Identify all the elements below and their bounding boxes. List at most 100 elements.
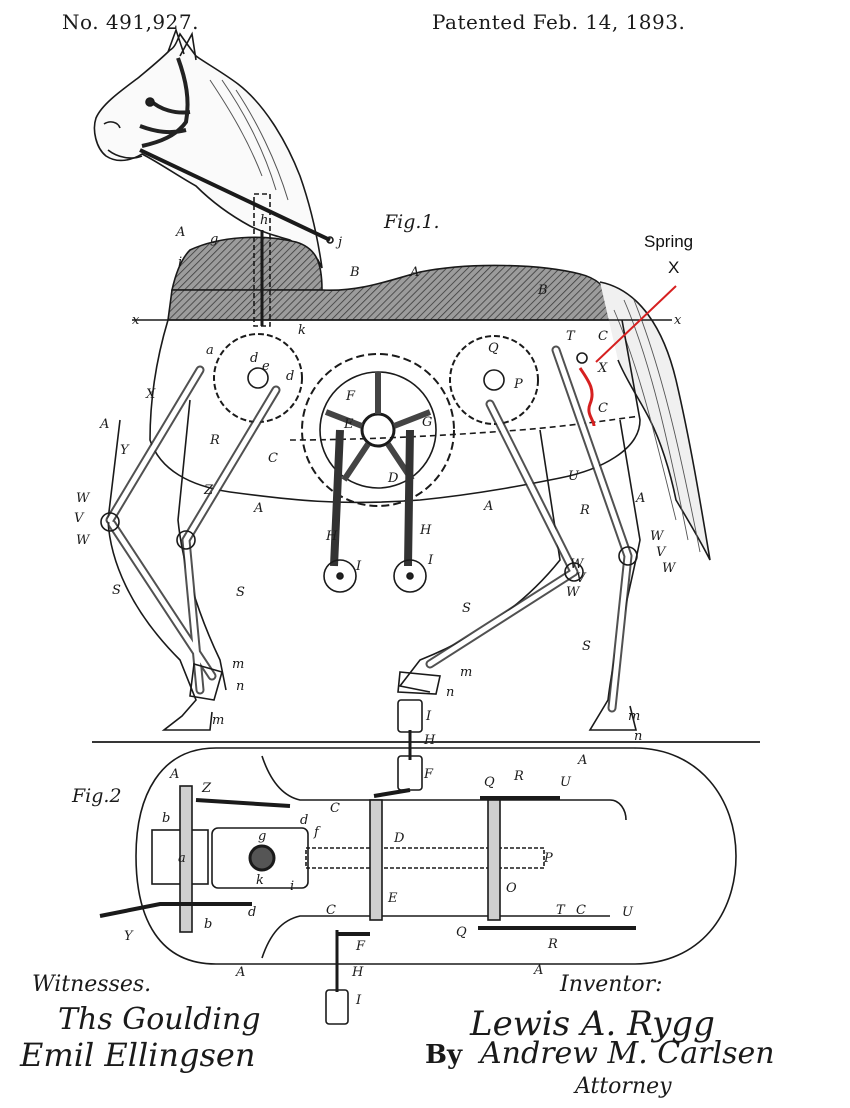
lbl-W6: W — [566, 585, 581, 600]
spring-annotation-label: Spring — [644, 232, 694, 251]
lbl-I1: I — [355, 559, 362, 574]
fig2-left-axle — [179, 785, 193, 933]
reins-rod — [139, 148, 331, 242]
f2-lbl-I1: I — [425, 709, 432, 724]
lbl-A6: A — [635, 491, 645, 506]
lbl-C1: C — [598, 329, 608, 344]
f2-lbl-I2: I — [355, 993, 362, 1008]
lbl-A1: A — [175, 225, 185, 240]
lbl-d2: d — [286, 369, 294, 384]
fig2-main-shaft — [305, 847, 545, 869]
f2-lbl-D: D — [393, 831, 405, 846]
lbl-m3: m — [460, 665, 472, 680]
f2-lbl-C1: C — [330, 801, 340, 816]
lbl-B2: B — [537, 283, 548, 298]
pedal-right-hub — [406, 572, 414, 580]
lbl-D: D — [387, 471, 399, 486]
f2-lbl-b1: b — [162, 811, 170, 826]
horse-ear-2 — [179, 31, 197, 61]
witnesses-label: Witnesses. — [32, 972, 152, 997]
front-leg-outer — [107, 419, 213, 731]
fig2-lower-pulley — [325, 989, 349, 1025]
front-link-rods-inner — [107, 367, 279, 693]
lbl-R1: R — [209, 433, 220, 448]
rear-leg-inner — [398, 429, 561, 693]
lbl-S3: S — [462, 601, 471, 616]
lbl-n3: n — [634, 729, 642, 744]
rear-joint-2 — [564, 562, 584, 582]
lbl-k: k — [298, 323, 306, 338]
lbl-e: e — [262, 359, 270, 374]
fig2-outline — [135, 747, 737, 965]
f2-lbl-Q2: Q — [456, 925, 467, 940]
horse-ear — [167, 27, 185, 55]
lbl-V1: V — [74, 511, 85, 526]
f2-lbl-A1: A — [169, 767, 179, 782]
lbl-F: F — [345, 389, 356, 404]
lbl-S2: S — [236, 585, 245, 600]
lbl-T: T — [566, 329, 576, 344]
lbl-d: d — [250, 351, 258, 366]
f2-lbl-f: f — [313, 825, 321, 840]
fig2-right-rod — [478, 796, 636, 930]
front-joint-2 — [176, 530, 196, 550]
fig2-gear-band-2 — [487, 799, 501, 921]
f2-lbl-d2: d — [248, 905, 256, 920]
lbl-C2: C — [598, 401, 608, 416]
f2-lbl-C2: C — [326, 903, 336, 918]
spring-annotation-letter: X — [668, 258, 680, 277]
fig2-title: Fig.2 — [71, 785, 122, 807]
lbl-m1: m — [232, 657, 244, 672]
crank-rods — [330, 429, 414, 567]
lbl-W2: W — [76, 533, 91, 548]
pedal-right — [393, 559, 427, 593]
attorney-label: Attorney — [575, 1074, 672, 1099]
f2-lbl-O: O — [506, 881, 517, 896]
horse-mouth — [107, 149, 143, 159]
f2-lbl-H2: H — [351, 965, 364, 980]
lbl-W4: W — [662, 561, 677, 576]
lbl-i: i — [178, 255, 182, 270]
lbl-n1: n — [236, 679, 244, 694]
f2-lbl-Z: Z — [201, 781, 212, 796]
fig2-drawing — [99, 747, 737, 1025]
f2-lbl-d1: d — [300, 813, 308, 828]
fig2-labels: Fig.2 A Z b a g f d C D k i d b Y E C P … — [71, 709, 634, 1008]
lbl-A3: A — [99, 417, 109, 432]
front-hoof — [189, 662, 223, 701]
lbl-S1: S — [112, 583, 121, 598]
main-gear-hub — [360, 412, 396, 448]
lbl-U: U — [568, 469, 580, 484]
fig2-saddle-block — [211, 827, 309, 889]
front-joint-1 — [100, 512, 120, 532]
lbl-g: g — [210, 232, 218, 247]
pedal-left-hub — [336, 572, 344, 580]
horse-body-outline — [149, 319, 641, 504]
fig2-inner-top — [261, 755, 627, 821]
lbl-m4: m — [628, 709, 640, 724]
f2-lbl-k: k — [256, 873, 264, 888]
lbl-m2: m — [212, 713, 224, 728]
lbl-x-left: x — [132, 313, 140, 328]
lbl-Z: Z — [203, 483, 214, 498]
f2-lbl-U1: U — [560, 775, 572, 790]
saddle-hatched — [171, 236, 323, 291]
f2-lbl-b2: b — [204, 917, 212, 932]
spring-highlight — [578, 367, 596, 427]
lbl-S4: S — [582, 639, 591, 654]
left-gear-hub — [247, 367, 269, 389]
rear-link-rods-inner — [427, 347, 631, 711]
lbl-G: G — [422, 415, 432, 430]
reins-end — [326, 236, 334, 244]
inventor-label: Inventor: — [560, 972, 663, 997]
lbl-X2: X — [145, 387, 156, 402]
lbl-W1: W — [76, 491, 91, 506]
witness-signature-2: Emil Ellingsen — [20, 1036, 256, 1074]
tail-hair-lines — [613, 299, 701, 553]
spring-pivot — [576, 352, 588, 364]
inventor-signature: Lewis A. Rygg — [470, 1004, 715, 1044]
lbl-a: a — [206, 343, 214, 358]
f2-lbl-Y: Y — [124, 929, 134, 944]
f2-lbl-A2: A — [577, 753, 587, 768]
lbl-n2: n — [446, 685, 454, 700]
